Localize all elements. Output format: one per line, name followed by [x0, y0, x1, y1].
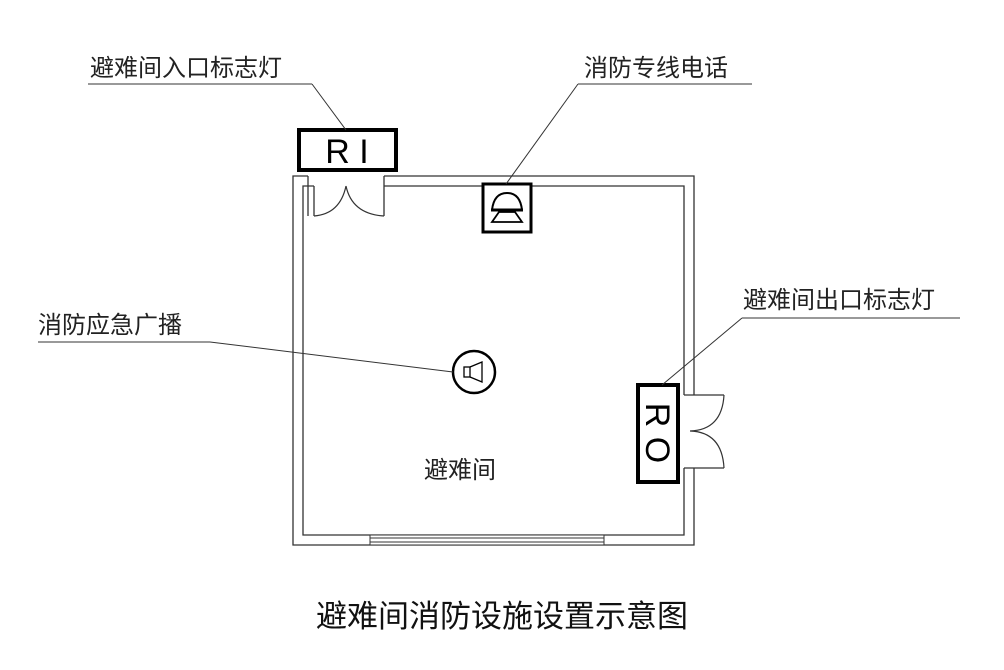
- entrance-sign-code: R I: [325, 133, 368, 171]
- exit-sign-code: R O: [638, 403, 676, 463]
- exit-sign-box: R O: [636, 383, 680, 484]
- diagram-title: 避难间消防设施设置示意图: [316, 599, 688, 635]
- broadcast-label: 消防应急广播: [38, 311, 182, 339]
- room-label: 避难间: [424, 456, 496, 484]
- phone-icon: [481, 182, 533, 234]
- entrance-sign-box: R I: [297, 128, 398, 172]
- exit-door: [689, 394, 725, 469]
- exit-sign-label: 避难间出口标志灯: [743, 286, 935, 314]
- entrance-door: [313, 185, 385, 217]
- entrance-sign-label: 避难间入口标志灯: [90, 54, 282, 82]
- fire-phone-label: 消防专线电话: [584, 54, 728, 82]
- bottom-window: [369, 534, 605, 546]
- speaker-icon: [451, 349, 497, 395]
- leader-lines: [38, 83, 960, 386]
